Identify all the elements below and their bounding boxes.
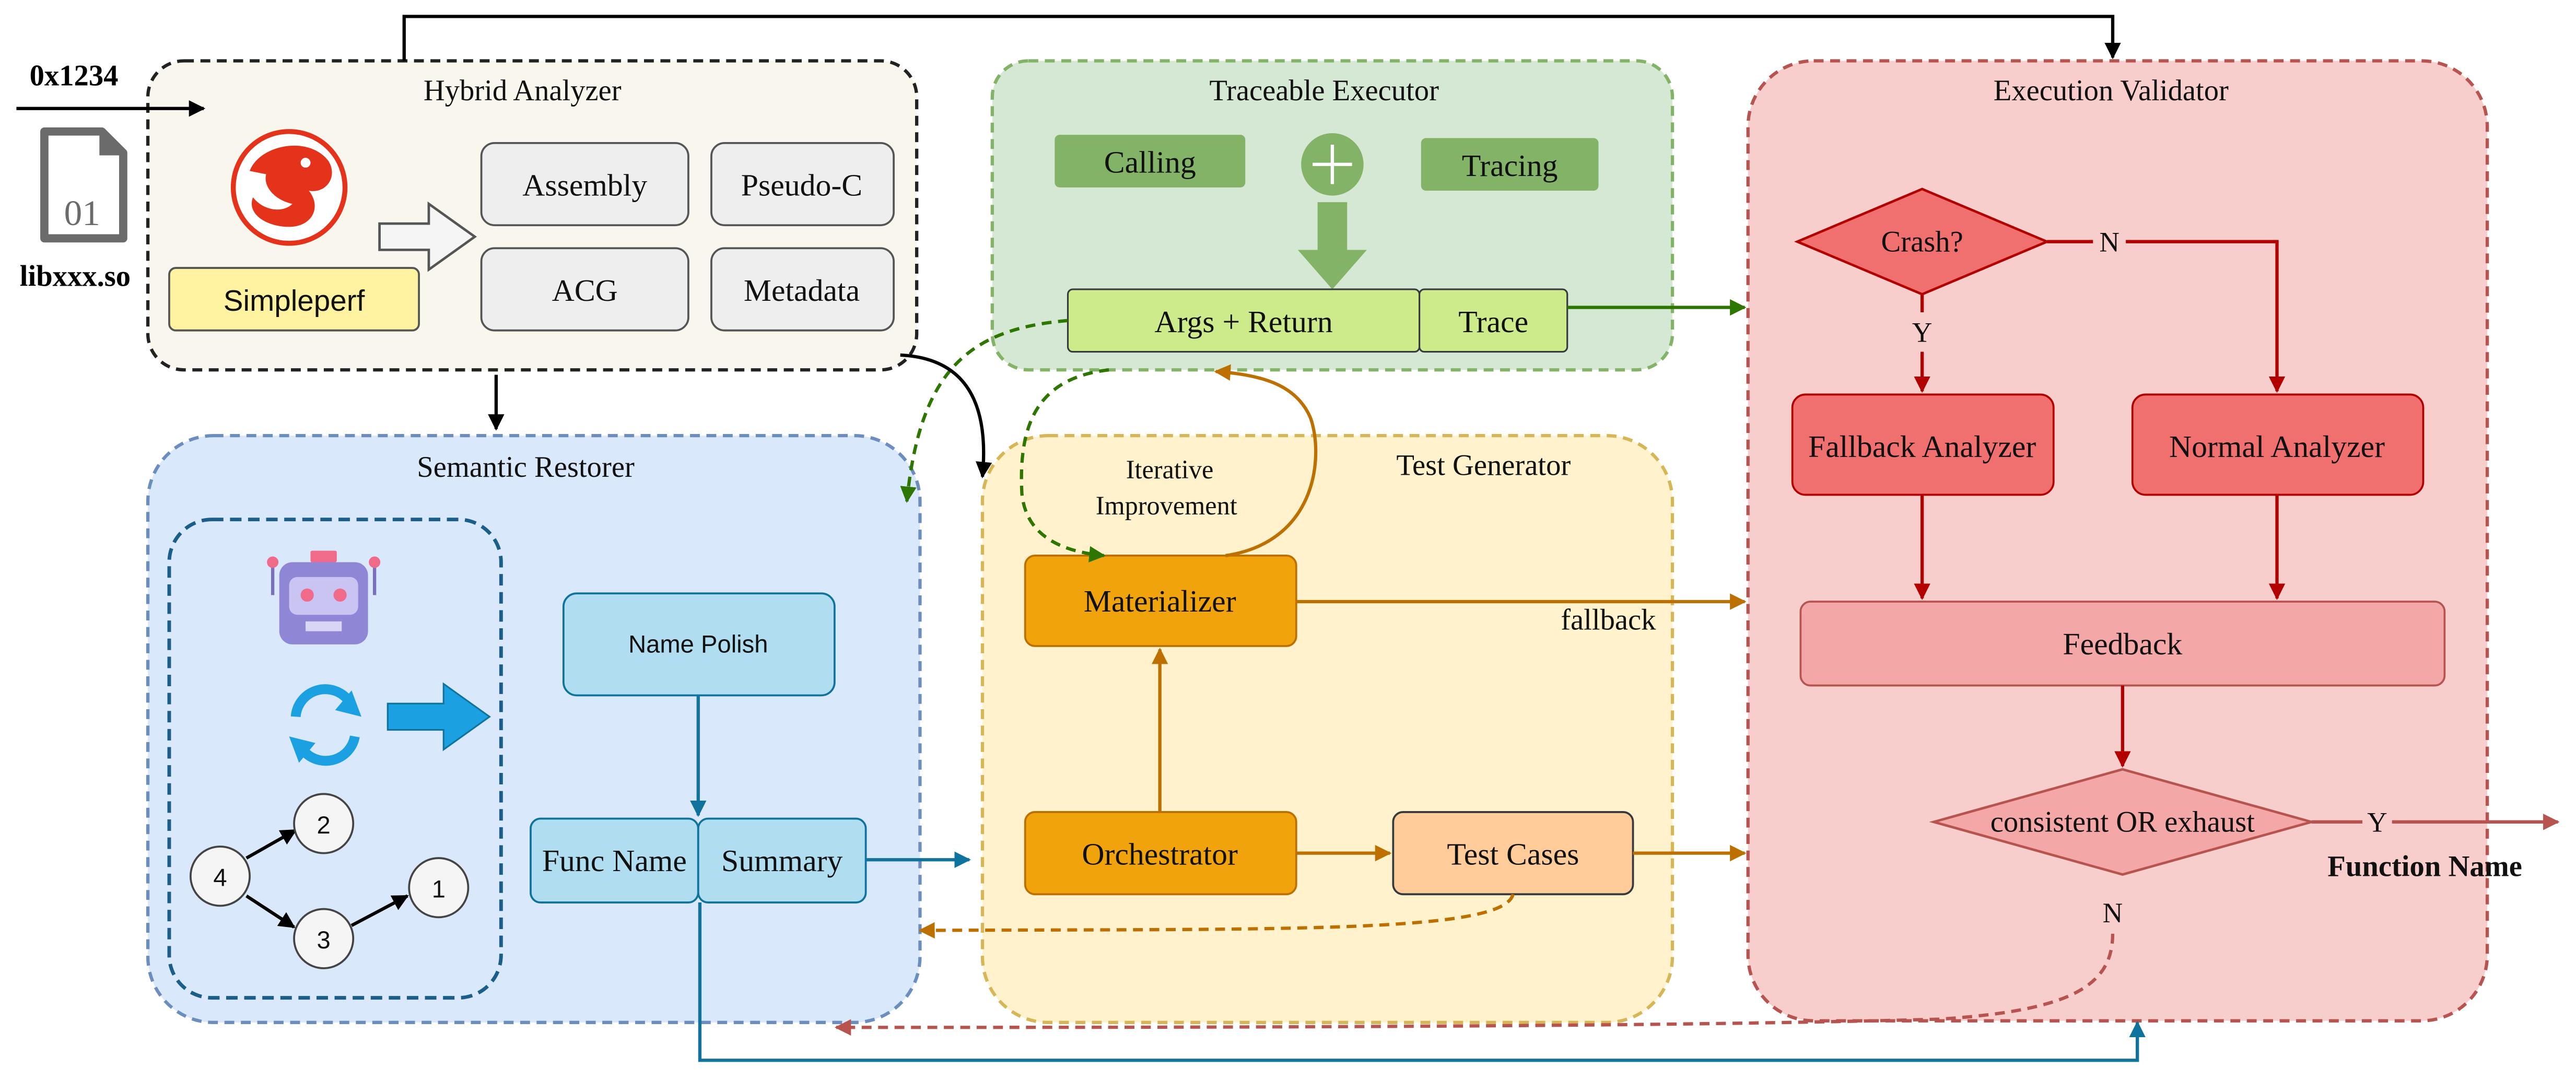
pseudo-c-box <box>710 142 895 227</box>
orchestrator-label: Orchestrator <box>1082 837 1238 872</box>
crash-decision <box>1794 187 2051 296</box>
graph-node-4-label: 4 <box>213 864 227 892</box>
feedback-label: Feedback <box>2063 627 2182 661</box>
summary-label: Summary <box>721 843 842 878</box>
decision-yes-label: Y <box>2367 807 2387 838</box>
funcname-to-validator-arrow <box>698 902 2146 1062</box>
crash-yes-label: Y <box>1912 317 1933 348</box>
blue-right-arrow-icon <box>387 682 491 752</box>
testcases-to-restorer-dashed-arrow <box>918 894 1515 939</box>
llm-agent-subgroup <box>167 518 503 1000</box>
graph-node-1 <box>408 857 470 919</box>
decision-no-loop-arrow <box>834 933 2115 1036</box>
semantic-restorer-title: Semantic Restorer <box>417 451 635 484</box>
graph-node-3-label: 3 <box>317 926 331 954</box>
simpleperf-label: Simpleperf <box>224 285 365 318</box>
function-name-output: Function Name <box>2327 851 2522 883</box>
semantic-restorer-group <box>146 433 922 1024</box>
execution-validator-title: Execution Validator <box>1994 75 2229 107</box>
tracing-box <box>1421 138 1599 191</box>
pseudo-c-label: Pseudo-C <box>741 168 862 203</box>
test-generator-group <box>980 433 1675 1024</box>
metadata-box <box>710 247 895 332</box>
graph-node-1-label: 1 <box>432 876 446 903</box>
func-name-label: Func Name <box>542 843 687 878</box>
binary-file-icon: 01 <box>40 127 127 243</box>
decision-no-label: N <box>2103 897 2123 929</box>
graph-edge-4-2 <box>245 828 297 860</box>
fallback-analyzer-label: Fallback Analyzer <box>1808 429 2036 464</box>
trace-box <box>1419 288 1568 353</box>
crash-no-arrow <box>2126 240 2286 393</box>
test-generator-title: Test Generator <box>1396 450 1571 482</box>
merge-down-arrow <box>1297 202 1367 289</box>
test-cases-label: Test Cases <box>1447 837 1579 872</box>
args-to-materializer-dashed-arrow <box>1020 368 1109 562</box>
refresh-cycle-icon <box>289 684 361 766</box>
materializer-label: Materializer <box>1084 584 1236 618</box>
graph-node-2 <box>293 793 355 854</box>
fallback-label: fallback <box>1561 604 1656 637</box>
acg-label: ACG <box>552 273 618 308</box>
tracing-label: Tracing <box>1462 148 1558 183</box>
plus-circle-icon <box>1301 133 1364 196</box>
graph-edge-4-3 <box>245 894 296 929</box>
input-file-name: libxxx.so <box>20 261 131 293</box>
hollow-arrow-icon <box>378 201 477 272</box>
hybrid-to-generator-arrow <box>900 353 992 478</box>
binary-file-glyph: 01 <box>64 193 100 233</box>
graph-node-2-label: 2 <box>317 812 331 839</box>
hybrid-to-validator-arrow <box>402 15 2121 61</box>
robot-icon <box>267 550 381 644</box>
metadata-label: Metadata <box>744 273 860 308</box>
iterative-loop-arrow <box>1214 364 1318 558</box>
improvement-label: Improvement <box>1096 491 1237 520</box>
graph-node-4 <box>189 846 251 907</box>
input-address: 0x1234 <box>30 60 119 92</box>
hybrid-analyzer-title: Hybrid Analyzer <box>424 75 622 107</box>
consistent-exhaust-label: consistent OR exhaust <box>1990 806 2255 839</box>
traceable-executor-title: Traceable Executor <box>1209 75 1439 107</box>
calling-box <box>1055 135 1246 187</box>
graph-edge-3-1 <box>350 894 409 927</box>
trace-label: Trace <box>1458 304 1528 339</box>
simpleperf-box <box>168 267 420 332</box>
ida-dragon-logo <box>230 129 348 246</box>
acg-box <box>480 247 689 332</box>
args-return-label: Args + Return <box>1154 304 1332 339</box>
graph-node-3 <box>293 908 355 969</box>
iterative-label: Iterative <box>1126 455 1214 484</box>
assembly-box <box>480 142 689 227</box>
crash-no-label: N <box>2099 227 2120 258</box>
assembly-label: Assembly <box>522 168 647 203</box>
consistent-exhaust-decision <box>1929 768 2316 876</box>
calling-label: Calling <box>1104 145 1196 179</box>
execution-validator-group <box>1746 59 2489 1023</box>
args-to-restorer-dashed-arrow <box>900 319 1068 503</box>
name-polish-label: Name Polish <box>628 631 768 659</box>
normal-analyzer-label: Normal Analyzer <box>2169 429 2385 464</box>
crash-decision-label: Crash? <box>1881 226 1963 259</box>
